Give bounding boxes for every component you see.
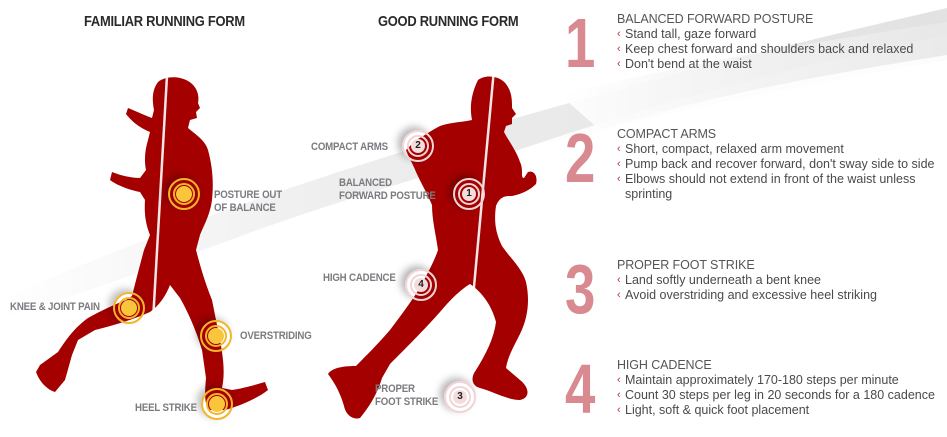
high-cadence-marker: 4	[405, 269, 437, 301]
tip-item-text: Stand tall, gaze forward	[625, 27, 757, 41]
tip-number: 3	[565, 250, 596, 328]
tip-title: PROPER FOOT STRIKE	[617, 258, 755, 272]
tip-title: COMPACT ARMS	[617, 127, 717, 141]
tip-item-text: Short, compact, relaxed arm movement	[625, 142, 844, 156]
tip-item: ‹ Short, compact, relaxed arm movement	[617, 142, 947, 157]
marker-number-3: 3	[453, 390, 467, 404]
tip-item-text: Count 30 steps per leg in 20 seconds for…	[625, 388, 935, 402]
marker-number-2: 2	[411, 139, 425, 153]
knee-label: KNEE & JOINT PAIN	[10, 301, 100, 313]
tip-item: ‹ Elbows should not extend in front of th…	[617, 172, 925, 202]
tip-item-text: Avoid overstriding and excessive heel st…	[625, 288, 877, 302]
tip-item-text: Keep chest forward and shoulders back an…	[625, 42, 914, 56]
tip-item-text: Maintain approximately 170-180 steps per…	[625, 373, 899, 387]
bullet-icon: ‹	[617, 274, 621, 286]
tip-item: ‹ Pump back and recover forward, don't sw…	[617, 157, 947, 172]
tip-item: ‹ Stand tall, gaze forward	[617, 27, 947, 42]
bullet-icon: ‹	[617, 289, 621, 301]
familiar-form-heading: FAMILIAR RUNNING FORM	[84, 13, 245, 30]
high-cadence-label: HIGH CADENCE	[323, 272, 396, 284]
tip-item-text: Elbows should not extend in front of the…	[625, 172, 916, 201]
bullet-icon: ‹	[617, 404, 621, 416]
tip-number: 4	[565, 350, 596, 428]
compact-arms-label: COMPACT ARMS	[311, 141, 388, 153]
posture-marker	[168, 178, 200, 210]
bullet-icon: ‹	[617, 58, 621, 70]
foot-strike-label: PROPER FOOT STRIKE	[375, 383, 438, 409]
bullet-icon: ‹	[617, 374, 621, 386]
overstriding-label: OVERSTRIDING	[240, 330, 312, 342]
tip-number: 1	[565, 4, 596, 82]
tip-item: ‹ Don't bend at the waist	[617, 57, 947, 72]
tip-item-text: Don't bend at the waist	[625, 57, 752, 71]
posture-label: POSTURE OUT OF BALANCE	[214, 189, 282, 215]
balanced-posture-marker: 1	[453, 178, 485, 210]
tip-title: HIGH CADENCE	[617, 358, 712, 372]
posture-label-line1: POSTURE OUT	[214, 189, 282, 201]
foot-strike-label-line1: PROPER	[375, 383, 415, 395]
bullet-icon: ‹	[617, 28, 621, 40]
foot-strike-marker: 3	[444, 381, 476, 413]
tip-item: ‹ Count 30 steps per leg in 20 seconds fo…	[617, 388, 947, 403]
tip-number: 2	[565, 119, 596, 197]
good-form-heading: GOOD RUNNING FORM	[378, 13, 519, 30]
compact-arms-marker: 2	[402, 130, 434, 162]
tip-item: ‹ Maintain approximately 170-180 steps pe…	[617, 373, 947, 388]
heel-strike-marker	[201, 388, 233, 420]
overstriding-marker	[200, 320, 232, 352]
bullet-icon: ‹	[617, 43, 621, 55]
tip-item: ‹ Keep chest forward and shoulders back a…	[617, 42, 947, 57]
tip-item-text: Land softly underneath a bent knee	[625, 273, 821, 287]
bullet-icon: ‹	[617, 158, 621, 170]
tip-item: ‹ Land softly underneath a bent knee	[617, 273, 947, 288]
heel-strike-label: HEEL STRIKE	[135, 402, 197, 414]
foot-strike-label-line2: FOOT STRIKE	[375, 396, 439, 408]
balanced-label-line2: FORWARD POSTURE	[339, 190, 436, 202]
posture-label-line2: OF BALANCE	[214, 202, 276, 214]
bullet-icon: ‹	[617, 389, 621, 401]
tip-item: ‹ Avoid overstriding and excessive heel s…	[617, 288, 947, 303]
bullet-icon: ‹	[617, 143, 621, 155]
balanced-posture-label: BALANCED FORWARD POSTURE	[339, 177, 436, 203]
marker-number-4: 4	[414, 278, 428, 292]
tip-item: ‹ Light, soft & quick foot placement	[617, 403, 947, 418]
tip-title: BALANCED FORWARD POSTURE	[617, 12, 814, 26]
tip-item-text: Pump back and recover forward, don't swa…	[625, 157, 935, 171]
knee-marker	[113, 292, 145, 324]
bullet-icon: ‹	[617, 173, 621, 185]
marker-number-1: 1	[462, 187, 476, 201]
balanced-label-line1: BALANCED	[339, 177, 392, 189]
tip-item-text: Light, soft & quick foot placement	[625, 403, 810, 417]
